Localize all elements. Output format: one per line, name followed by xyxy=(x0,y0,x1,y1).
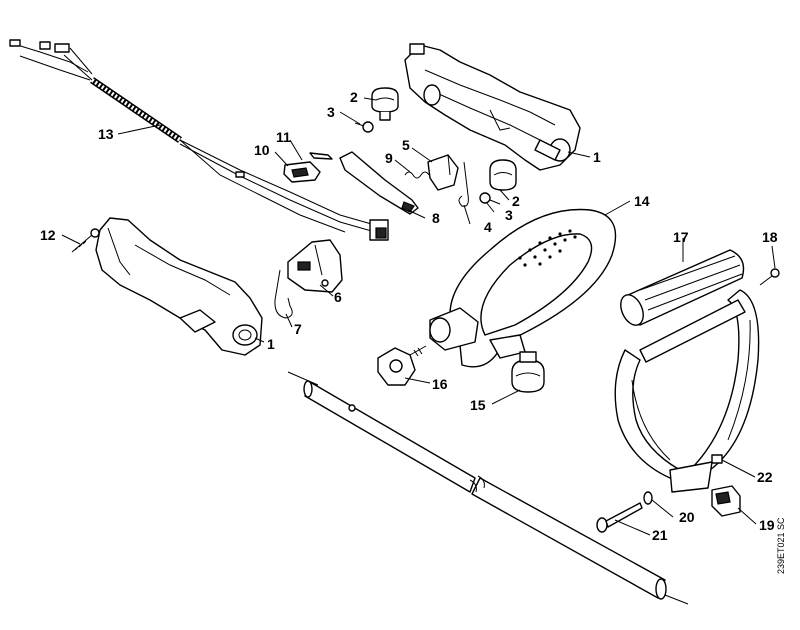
callout-6: 6 xyxy=(334,289,342,305)
callout-labels: 13 11 10 2 3 5 9 1 2 3 4 8 14 12 6 7 1 1… xyxy=(40,89,778,543)
callout-8: 8 xyxy=(432,210,440,226)
part-18-screw xyxy=(759,268,780,286)
callout-16: 16 xyxy=(432,376,448,392)
callout-22: 22 xyxy=(757,469,773,485)
callout-2a: 2 xyxy=(350,89,358,105)
part-10-switch xyxy=(283,161,321,183)
callout-17: 17 xyxy=(673,229,689,245)
part-14-loop-handle xyxy=(429,208,617,368)
part-20-washer xyxy=(643,491,653,505)
callout-7: 7 xyxy=(294,321,302,337)
callout-21: 21 xyxy=(652,527,668,543)
handle-housing-upper xyxy=(404,43,581,171)
diagram-reference-code: 239ET021 SC xyxy=(776,517,786,574)
clamp-lower xyxy=(489,159,517,191)
part-22-nut xyxy=(711,454,723,464)
screw-upper xyxy=(354,121,374,133)
part-9-spring xyxy=(404,171,430,179)
part-16-wing-knob xyxy=(377,345,427,386)
handle-housing-lower xyxy=(95,217,263,356)
callout-10: 10 xyxy=(254,142,270,158)
drive-tube xyxy=(287,371,689,605)
callout-11: 11 xyxy=(276,129,291,145)
screw-lower xyxy=(479,192,501,205)
part-12-screw xyxy=(71,228,100,253)
callout-1b: 1 xyxy=(267,336,275,352)
callout-5: 5 xyxy=(402,137,410,153)
callout-2b: 2 xyxy=(512,193,520,209)
part-5-lockout xyxy=(427,154,459,191)
throttle-cable-harness xyxy=(9,39,389,241)
part-21-bolt xyxy=(596,502,643,533)
callout-1a: 1 xyxy=(593,149,601,165)
clamp-upper xyxy=(371,87,399,121)
part-6-switch-housing xyxy=(287,239,343,293)
callout-19: 19 xyxy=(759,517,775,533)
part-15-clamp xyxy=(511,351,545,393)
callout-13: 13 xyxy=(98,126,114,142)
callout-9: 9 xyxy=(385,150,393,166)
part-11 xyxy=(309,152,333,160)
callout-14: 14 xyxy=(634,193,650,209)
callout-4: 4 xyxy=(484,219,492,235)
callout-3a: 3 xyxy=(327,104,335,120)
callout-15: 15 xyxy=(470,397,486,413)
d-handle-frame xyxy=(614,289,760,493)
leader-lines xyxy=(61,97,776,536)
callout-20: 20 xyxy=(679,509,695,525)
part-7-spring xyxy=(274,269,293,319)
part-4-clip xyxy=(458,161,469,207)
callout-18: 18 xyxy=(762,229,778,245)
part-8-trigger xyxy=(339,151,419,215)
callout-3b: 3 xyxy=(505,207,513,223)
part-19-clamp-block xyxy=(711,485,741,517)
part-17-grip xyxy=(620,249,745,326)
callout-12: 12 xyxy=(40,227,56,243)
